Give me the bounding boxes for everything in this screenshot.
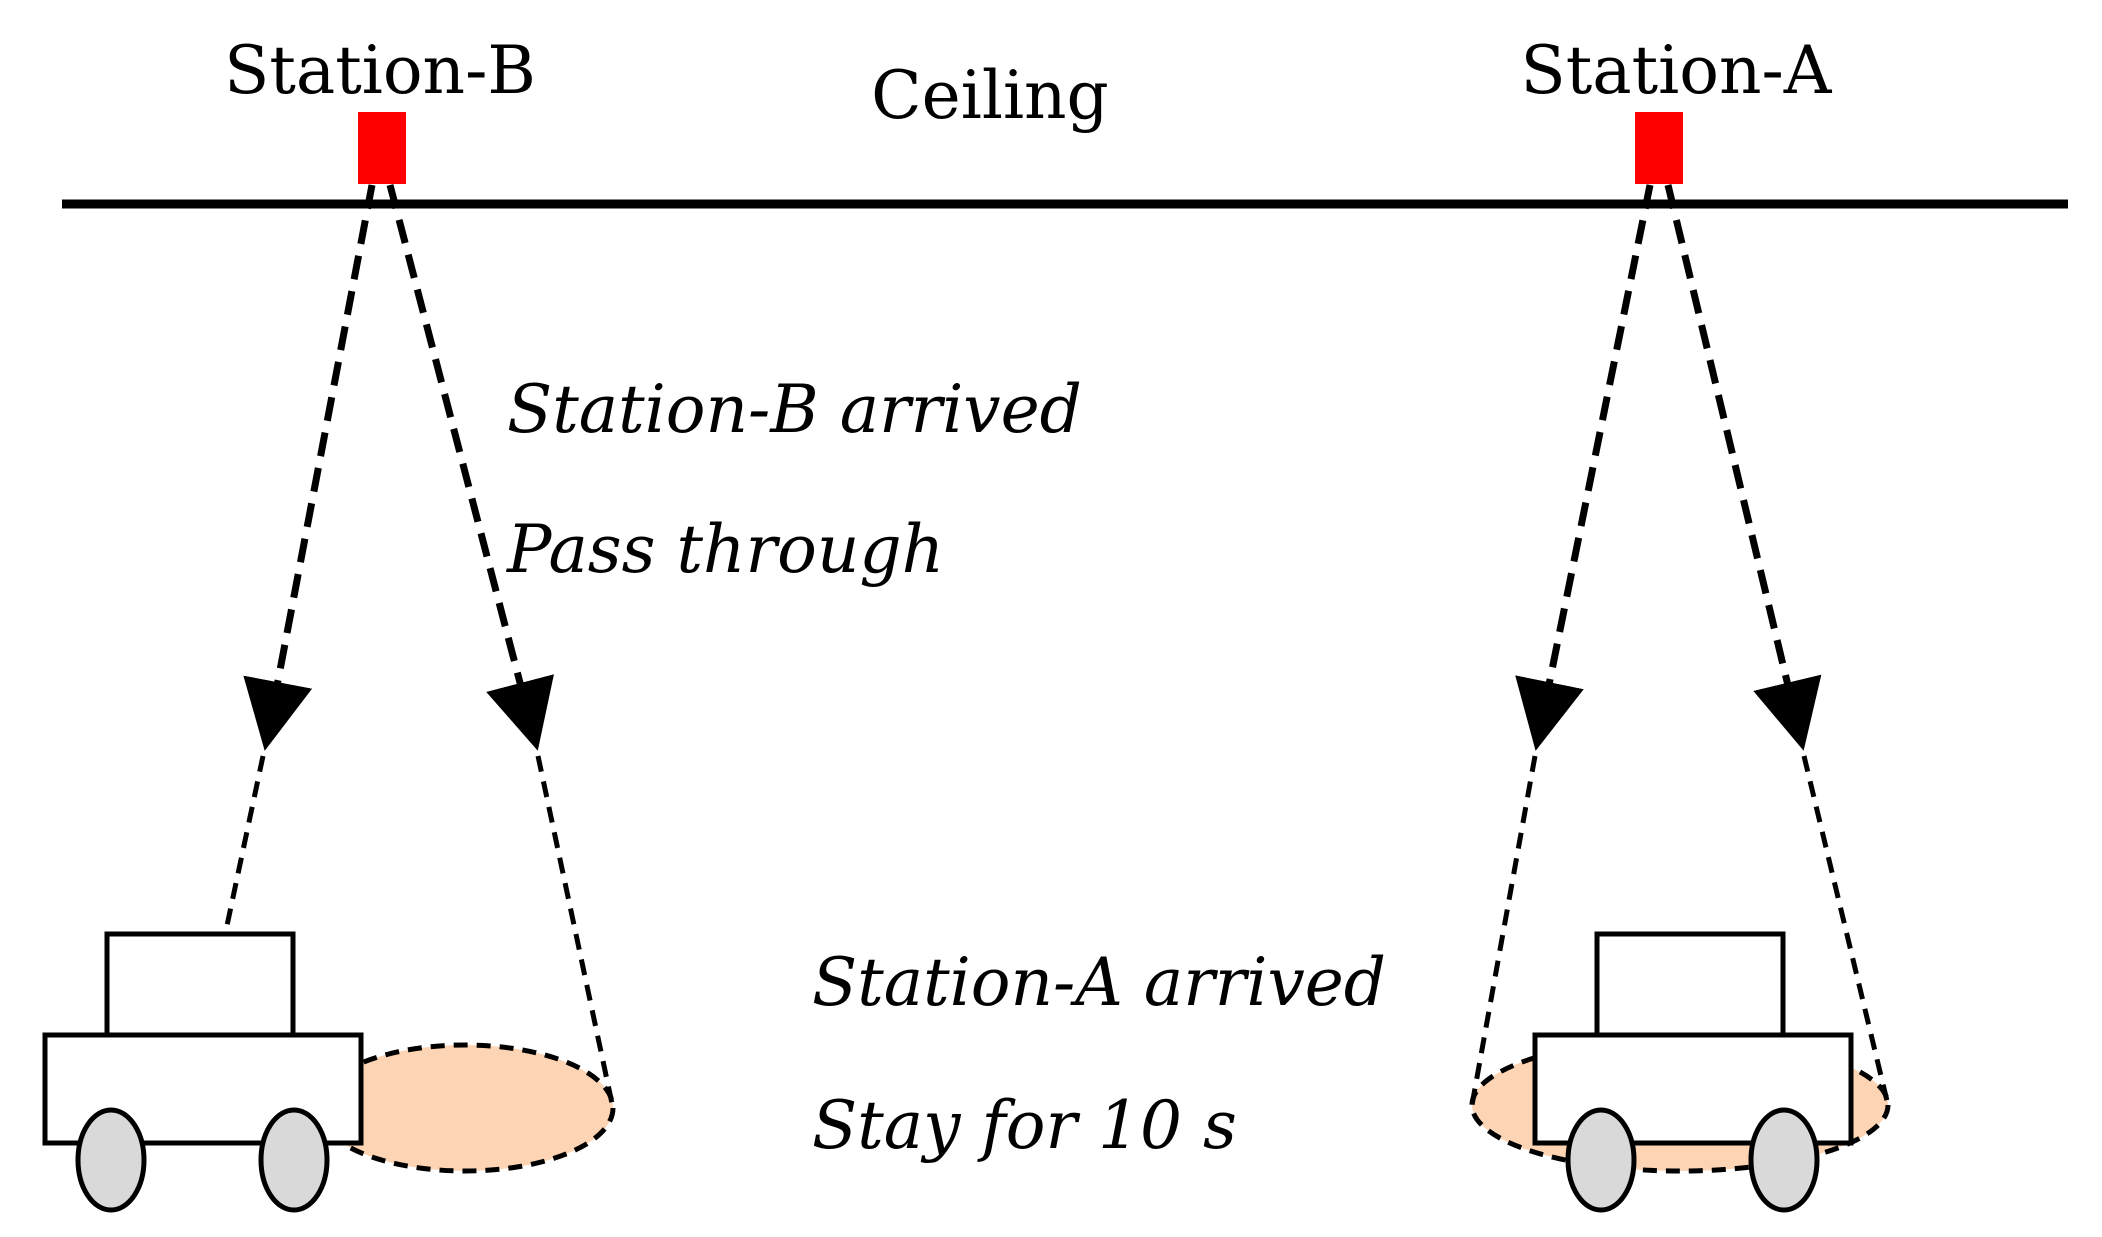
vehicle-left-wheel-rear bbox=[258, 1107, 330, 1213]
station-b-transmitter bbox=[358, 112, 406, 184]
vehicle-left-wheel-front bbox=[75, 1107, 147, 1213]
station-b-action-note: Pass through bbox=[506, 511, 944, 588]
coverage-area-b bbox=[314, 1042, 616, 1174]
station-a-arrived-note: Station-A arrived bbox=[812, 944, 1386, 1021]
vehicle-right-wheel-rear bbox=[1748, 1107, 1820, 1213]
station-a-action-note: Stay for 10 s bbox=[812, 1087, 1237, 1164]
vehicle-right-cabin bbox=[1594, 931, 1786, 1041]
station-b-beams bbox=[222, 184, 616, 1109]
vehicle-left bbox=[42, 931, 364, 1213]
station-a-label: Station-A bbox=[1521, 32, 1833, 109]
station-b-label: Station-B bbox=[224, 32, 536, 109]
vehicle-right bbox=[1532, 931, 1854, 1213]
station-b-arrived-note: Station-B arrived bbox=[507, 371, 1082, 448]
station-a-transmitter bbox=[1635, 112, 1683, 184]
vehicle-right-wheel-front bbox=[1565, 1107, 1637, 1213]
station-a-beams bbox=[1469, 184, 1891, 1106]
vehicle-left-cabin bbox=[104, 931, 296, 1041]
ceiling-label: Ceiling bbox=[871, 57, 1109, 134]
